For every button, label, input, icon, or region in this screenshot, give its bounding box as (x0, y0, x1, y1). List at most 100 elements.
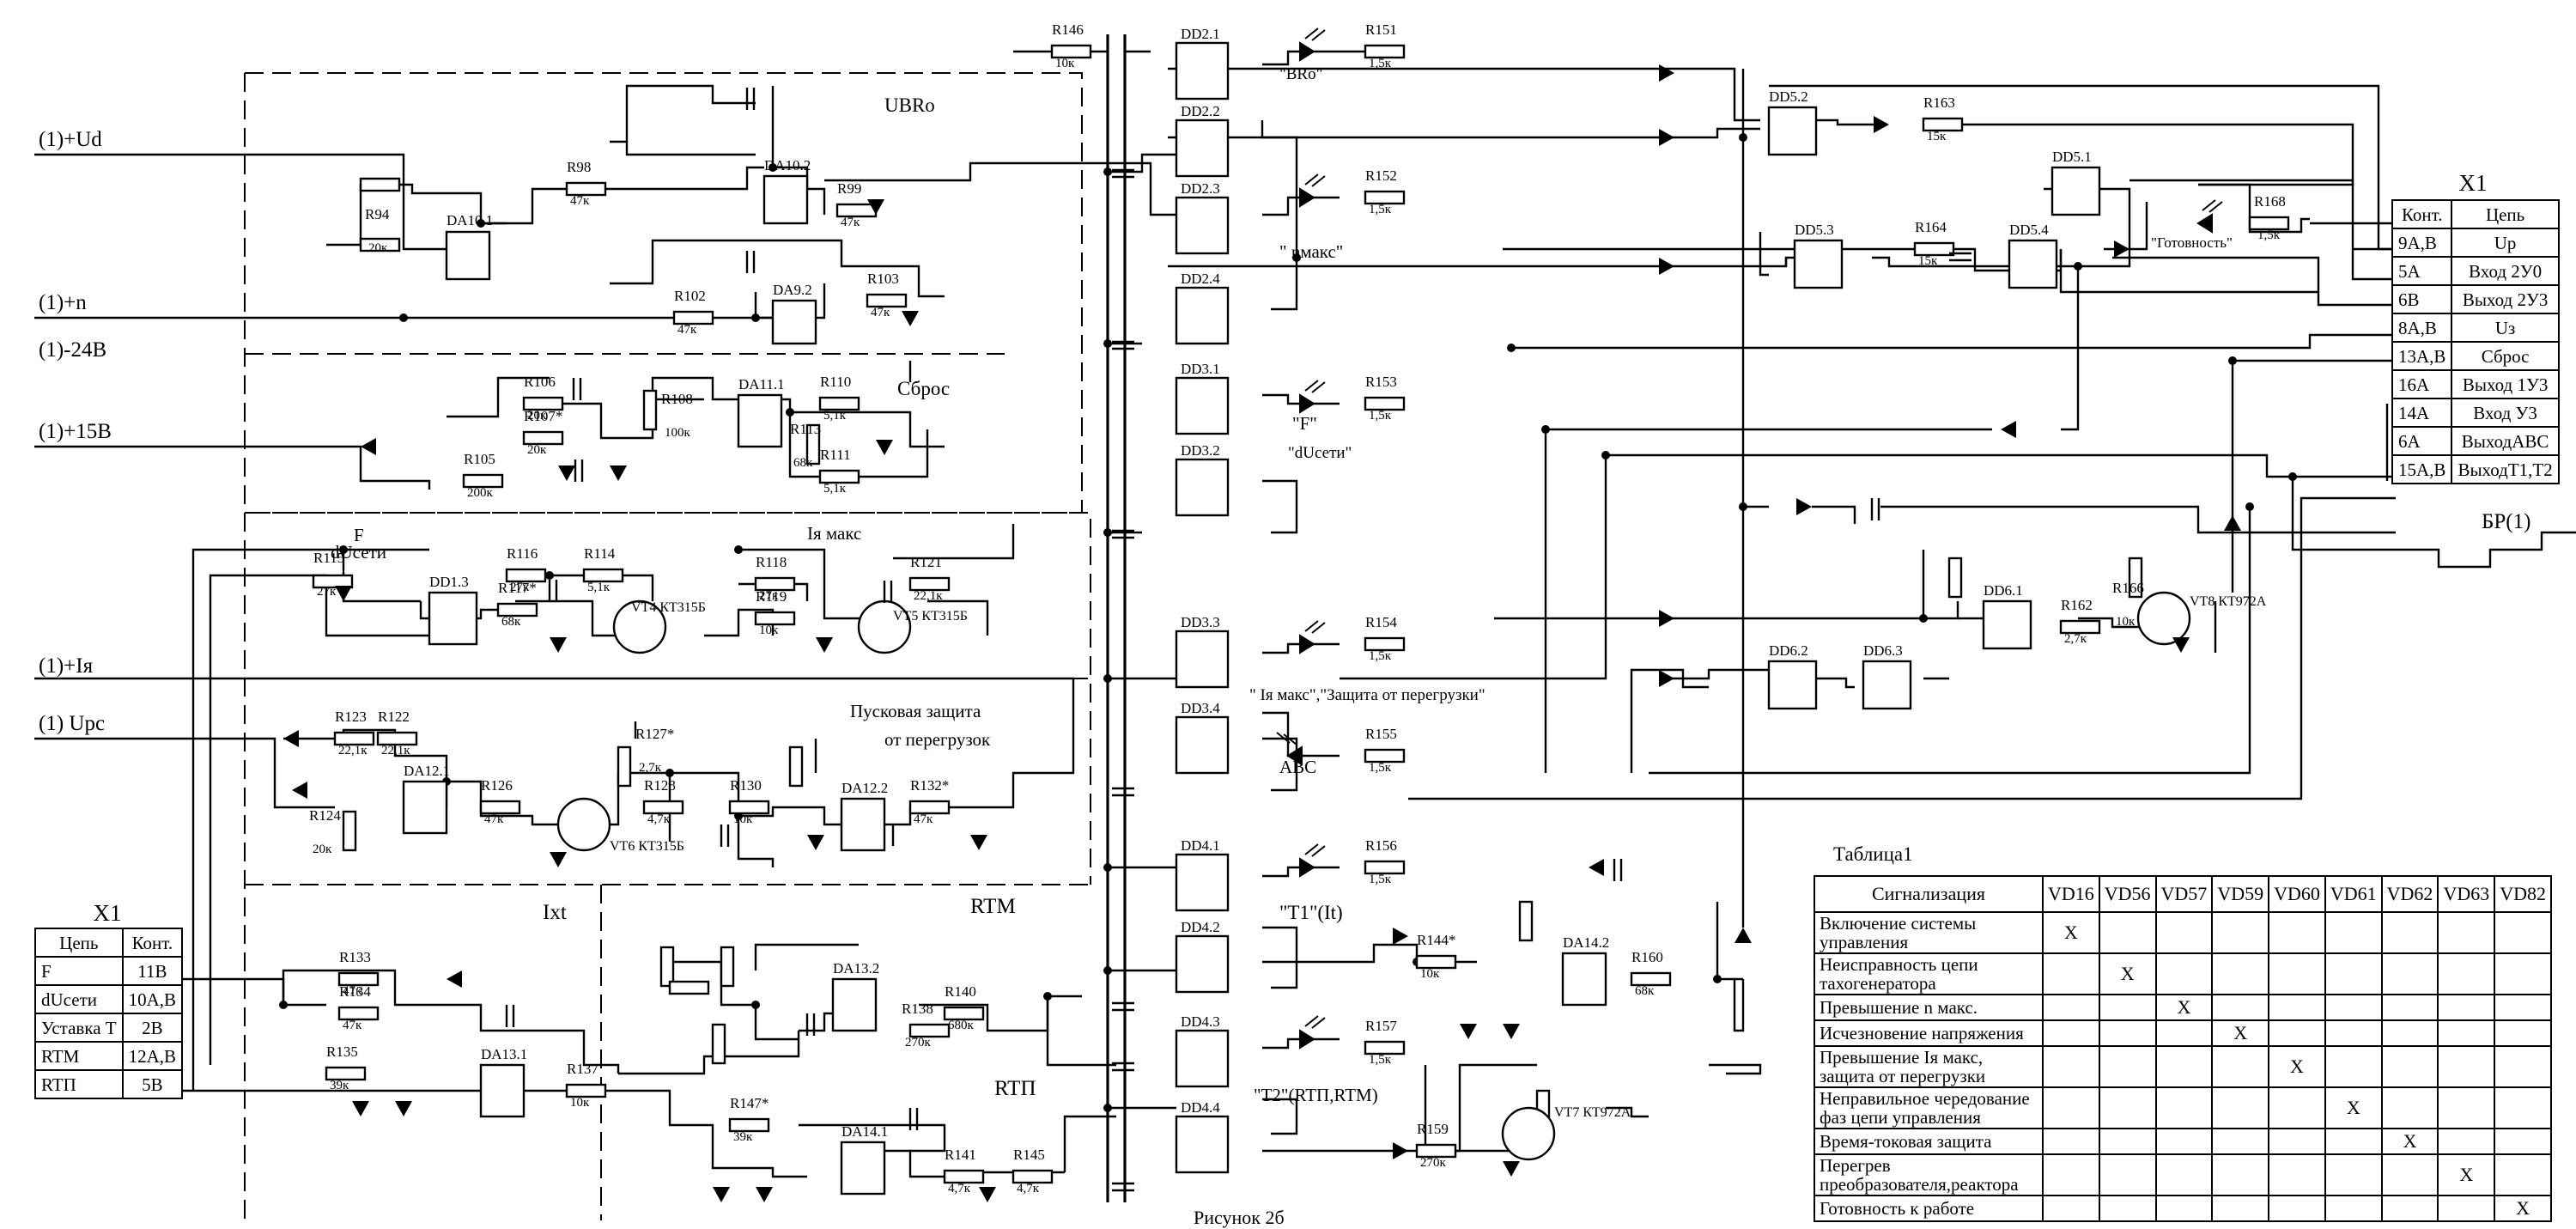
opamp-da10-2 (762, 174, 809, 225)
signal-mark-cell: X (2380, 1128, 2439, 1155)
input-24v: (1)-24В (39, 338, 106, 362)
component-ref: R152 (1365, 167, 1397, 184)
signal-mark-cell (2211, 911, 2270, 954)
opamp-label: DA12.1 (404, 763, 450, 779)
input-iya: (1)+Iя (39, 654, 94, 678)
block-ducet: dUсети (331, 542, 386, 563)
x1-left-cell: F (34, 956, 124, 986)
block-ubro: UBRo (884, 94, 935, 116)
x1-left-cell: RTП (34, 1069, 124, 1099)
component-ref: R105 (464, 451, 495, 467)
x1-right-cell: 13А,В (2391, 341, 2453, 371)
component-value: 47к (343, 1019, 362, 1032)
component-value: 10к (2116, 615, 2136, 629)
component-value: 20к (527, 409, 547, 423)
signal-mark-cell (2324, 994, 2383, 1021)
component-value: 1,5к (1369, 873, 1392, 886)
signal-mark-cell (2324, 911, 2383, 954)
component-ref: R145 (1013, 1147, 1045, 1163)
component-value: 20к (313, 843, 332, 856)
opamp-label: DA13.2 (833, 960, 879, 977)
logic-gate-label: DD5.3 (1795, 222, 1834, 238)
component-ref: R153 (1365, 374, 1397, 390)
signal-row: Превышение n макс.X (1814, 994, 2552, 1021)
component-value: 10к (733, 812, 753, 826)
x1-right-cell: 5А (2391, 256, 2453, 286)
component-ref: R147* (730, 1095, 769, 1111)
opamp-label: DA9.2 (773, 282, 812, 298)
signal-row: Превышение Iя макс, защита от перегрузки… (1814, 1045, 2552, 1088)
gate-dd5-1 (2050, 166, 2101, 216)
logic-gate-label: DD3.1 (1181, 361, 1220, 377)
component-ref: R133 (339, 949, 371, 965)
input-15v: (1)+15В (39, 420, 112, 443)
x1-left-head-cep: Цепь (34, 928, 124, 958)
led-label-ducet: "dUсети" (1288, 444, 1352, 462)
x1-right-cell: ВыходАВС (2451, 426, 2560, 456)
component-value: 1,5к (1369, 203, 1392, 216)
signal-mark-cell (2098, 911, 2157, 954)
signal-mark-cell (2380, 1195, 2439, 1222)
transistor-label: VT4 КТ315Б (631, 600, 706, 615)
component-ref: R102 (674, 288, 706, 304)
signal-mark-cell (2154, 1019, 2214, 1047)
signal-mark-cell (2494, 1086, 2552, 1129)
logic-gate-label: DD3.2 (1181, 442, 1220, 459)
component-value: 270к (905, 1036, 932, 1050)
signal-mark-cell (2380, 952, 2439, 995)
component-ref: R103 (867, 271, 899, 287)
opamp-da13-2 (831, 977, 878, 1032)
signal-mark-cell (2041, 1195, 2100, 1222)
component-value: 47к (484, 812, 504, 826)
signal-mark-cell (2041, 994, 2100, 1021)
figure-caption: Рисунок 2б (1194, 1207, 1285, 1228)
component-value: 47к (343, 984, 362, 998)
x1-left-cell: dUсети (34, 984, 124, 1014)
gate-dd4-1 (1175, 853, 1230, 912)
component-value: 20к (368, 241, 388, 255)
signal-mark-cell (2324, 1045, 2383, 1088)
signal-mark-cell (2324, 1195, 2383, 1222)
component-ref: R155 (1365, 726, 1397, 742)
signal-mark-cell (2324, 952, 2383, 995)
gate-dd6-3 (1862, 660, 1912, 710)
component-value: 68к (501, 615, 521, 629)
signal-mark-cell (2268, 1019, 2326, 1047)
x1-right-cell: 6В (2391, 284, 2453, 314)
gate-dd3-4 (1175, 715, 1230, 775)
component-value: 10к (1055, 57, 1075, 70)
component-ref: R115 (313, 550, 344, 566)
component-value: 10к (1420, 967, 1440, 981)
signal-mark-cell (2494, 952, 2552, 995)
component-value: 22,1к (338, 744, 368, 757)
led-label-nmax: " nмакс" (1279, 241, 1343, 262)
opamp-da14-2 (1561, 952, 1607, 1007)
x1-right-title: X1 (2458, 170, 2488, 196)
gate-dd6-2 (1767, 660, 1818, 710)
signal-mark-cell (2211, 1153, 2270, 1196)
component-value: 47к (677, 323, 697, 337)
component-value: 15к (1927, 130, 1947, 143)
signal-mark-cell (2494, 1153, 2552, 1196)
component-value: 5,1к (823, 409, 847, 423)
signal-mark-cell (2380, 1019, 2439, 1047)
component-value: 47к (871, 306, 890, 319)
signal-mark-cell (2380, 1086, 2439, 1129)
signal-mark-cell (2380, 1153, 2439, 1196)
gate-dd1-3 (428, 591, 478, 646)
signal-mark-cell (2041, 1086, 2100, 1129)
transistor-label: VT8 КТ972А (2190, 594, 2267, 609)
signal-row-label: Перегрев преобразователя,реактора (1814, 1153, 2044, 1196)
signal-mark-cell (2268, 1153, 2326, 1196)
x1-right-cell: Вход 2У0 (2451, 256, 2560, 286)
signal-mark-cell (2154, 1128, 2214, 1155)
x1-right-cell: Вход У3 (2451, 398, 2560, 428)
gate-dd4-3 (1175, 1029, 1230, 1088)
